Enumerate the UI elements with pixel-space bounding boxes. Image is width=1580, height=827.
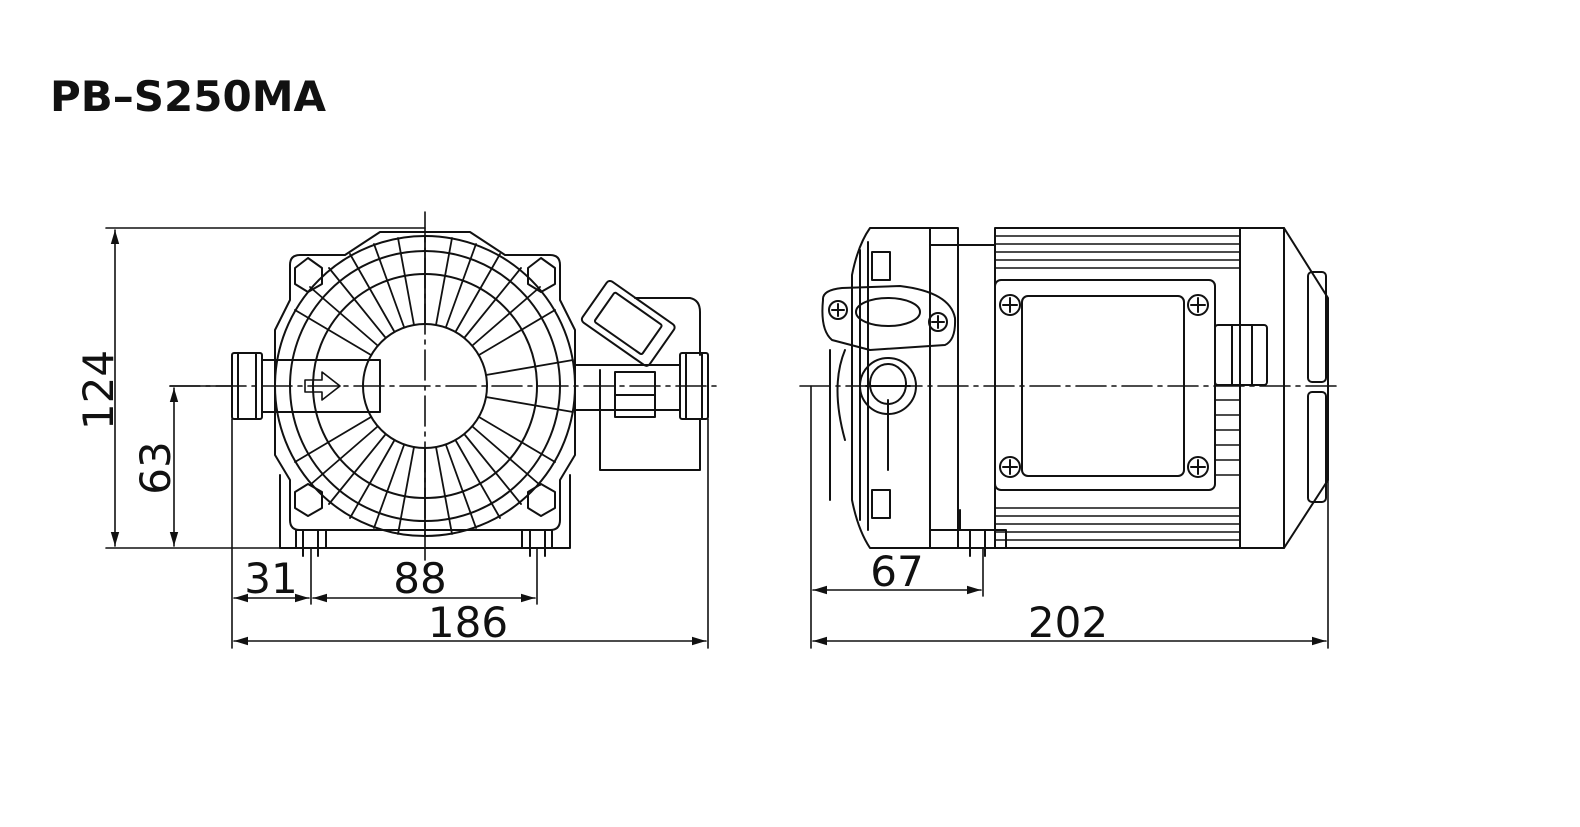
bolt-hex — [527, 257, 556, 293]
dim-124: 124 — [74, 350, 123, 430]
dim-63: 63 — [131, 441, 180, 494]
dim-88: 88 — [393, 554, 446, 603]
front-housing — [274, 231, 576, 531]
side-dimensions — [810, 385, 1329, 649]
flow-arrow — [304, 371, 341, 401]
dim-67: 67 — [870, 547, 923, 596]
front-base — [279, 474, 571, 549]
model-title: PB–S250MA — [50, 72, 327, 121]
motor-fins — [994, 235, 1241, 541]
front-dimensions — [105, 227, 709, 649]
pressure-switch — [580, 279, 676, 367]
fan-blades — [294, 235, 574, 537]
terminal-screws — [999, 294, 1209, 478]
dim-186: 186 — [428, 598, 508, 647]
motor-body — [994, 227, 1241, 549]
inlet-flange — [821, 285, 957, 351]
dim-31: 31 — [244, 554, 297, 603]
bolt-hex — [294, 257, 323, 293]
bolt-hex — [527, 483, 556, 517]
side-view — [799, 227, 1341, 557]
bolt-hex — [294, 483, 323, 517]
front-view — [169, 211, 723, 561]
outlet-pipe — [679, 352, 709, 420]
dim-202: 202 — [1028, 598, 1108, 647]
terminal-box — [994, 279, 1216, 491]
pump-casing — [851, 227, 959, 549]
